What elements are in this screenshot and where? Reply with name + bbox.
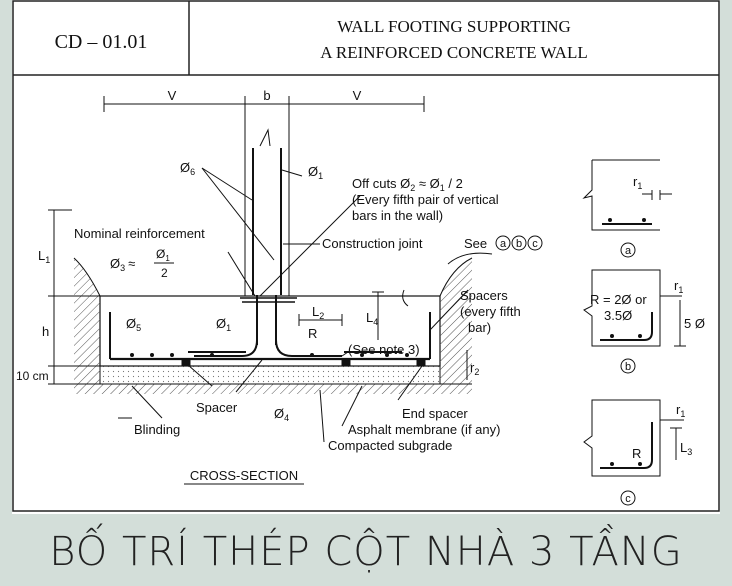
label-compacted-subgrade: Compacted subgrade bbox=[328, 438, 452, 453]
dim-v-left: V bbox=[168, 88, 177, 103]
sheet-frame bbox=[12, 0, 720, 512]
label-construction-joint: Construction joint bbox=[322, 236, 423, 251]
detail-c-r: R bbox=[632, 446, 641, 461]
label-end-spacer: End spacer bbox=[402, 406, 468, 421]
detail-c-tag: c bbox=[625, 493, 631, 505]
label-phi3: Ø3≈ bbox=[110, 256, 135, 273]
label-cross-section: CROSS-SECTION bbox=[190, 468, 298, 483]
dim-r: R bbox=[308, 326, 317, 341]
label-offcuts-1: Off cuts Ø2 ≈ Ø1 / 2 bbox=[352, 176, 463, 193]
label-phi6: Ø6 bbox=[180, 160, 195, 177]
detail-b-5phi: 5 Ø bbox=[684, 316, 705, 331]
label-spacer: Spacer bbox=[196, 400, 238, 415]
label-spacers-3: bar) bbox=[468, 320, 491, 335]
label-see: See bbox=[464, 236, 487, 251]
detail-b-r-formula-2: 3.5Ø bbox=[604, 308, 632, 323]
label-phi3-numerator: Ø1 bbox=[156, 247, 170, 263]
dim-v-right: V bbox=[353, 88, 362, 103]
detail-b-r1: r1 bbox=[674, 278, 683, 295]
title-block: CD – 01.01 WALL FOOTING SUPPORTING A REI… bbox=[13, 1, 719, 76]
cross-section bbox=[48, 96, 473, 485]
title-line-1: WALL FOOTING SUPPORTING bbox=[337, 17, 571, 36]
dim-l4: L4 bbox=[366, 310, 378, 327]
drawing-sheet: CD – 01.01 WALL FOOTING SUPPORTING A REI… bbox=[12, 0, 720, 514]
detail-a-r1: r1 bbox=[633, 174, 642, 191]
detail-b-tag: b bbox=[625, 361, 631, 373]
label-spacers-1: Spacers bbox=[460, 288, 508, 303]
detail-b bbox=[583, 269, 686, 374]
detail-a-tag: a bbox=[625, 245, 632, 257]
detail-c-l3: L3 bbox=[680, 440, 692, 457]
label-phi5: Ø5 bbox=[126, 316, 141, 333]
detail-b-r-formula-1: R = 2Ø or bbox=[590, 292, 647, 307]
wall-footing-drawing: CD – 01.01 WALL FOOTING SUPPORTING A REI… bbox=[12, 0, 720, 512]
label-spacers-2: (every fifth bbox=[460, 304, 521, 319]
label-nominal-reinforcement: Nominal reinforcement bbox=[74, 226, 205, 241]
label-see-note-3: (See note 3) bbox=[348, 342, 420, 357]
label-phi1-top: Ø1 bbox=[308, 164, 323, 181]
label-blinding: Blinding bbox=[134, 422, 180, 437]
detail-c-r1: r1 bbox=[676, 402, 685, 419]
detail-a bbox=[582, 159, 672, 258]
tag-see-b: b bbox=[516, 238, 522, 250]
label-offcuts-3: bars in the wall) bbox=[352, 208, 443, 223]
caption-title: BỐ TRÍ THÉP CỘT NHÀ 3 TẦNG bbox=[49, 529, 683, 575]
label-phi3-denominator: 2 bbox=[161, 266, 168, 280]
dim-l2: L2 bbox=[312, 304, 324, 321]
dim-blinding: 10 cm bbox=[16, 369, 49, 383]
dim-b: b bbox=[263, 88, 270, 103]
tag-see-c: c bbox=[532, 238, 538, 250]
tag-see-a: a bbox=[500, 238, 507, 250]
title-line-2: A REINFORCED CONCRETE WALL bbox=[320, 43, 587, 62]
detail-c bbox=[583, 399, 684, 506]
label-asphalt-membrane: Asphalt membrane (if any) bbox=[348, 422, 500, 437]
dim-h: h bbox=[42, 324, 49, 339]
label-phi4: Ø4 bbox=[274, 406, 289, 423]
dim-r2: r2 bbox=[470, 360, 479, 377]
label-phi1-mid: Ø1 bbox=[216, 316, 231, 333]
dim-l1: L1 bbox=[38, 248, 50, 265]
drawing-code: CD – 01.01 bbox=[55, 31, 148, 53]
label-offcuts-2: (Every fifth pair of vertical bbox=[352, 192, 499, 207]
